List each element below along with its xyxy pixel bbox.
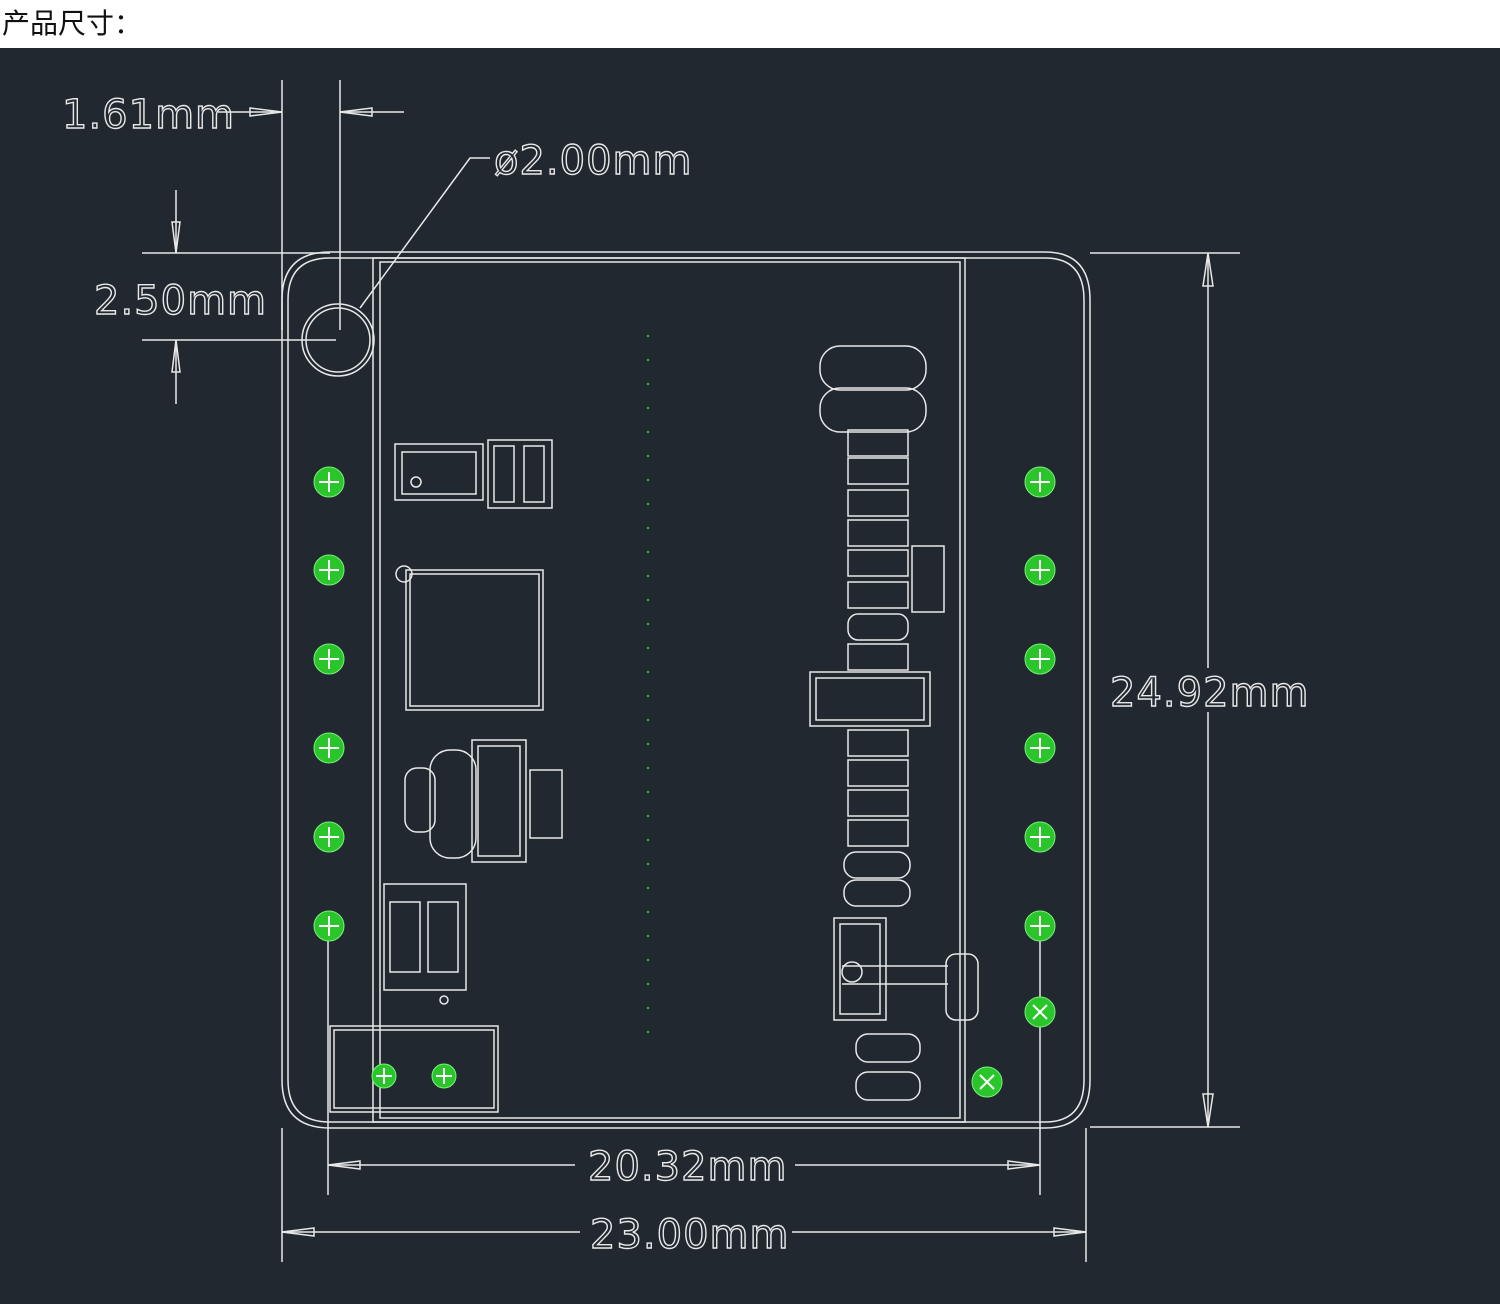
dim-hole-diameter: ø2.00mm — [494, 138, 692, 184]
component-crystal — [809, 671, 931, 727]
dim-pin-span: 20.32mm — [588, 1144, 787, 1190]
component-switch — [383, 883, 467, 991]
dim-board-width: 23.00mm — [590, 1212, 789, 1258]
cad-drawing: 1.61mm ø2.00mm 2.50mm 24.92mm 20.32mm 23… — [0, 48, 1500, 1304]
center-dots — [646, 334, 650, 1034]
module-frame — [372, 257, 966, 1123]
connector-bottom — [329, 1025, 499, 1113]
component-r-stack — [819, 345, 927, 391]
dim-hole-offset: 1.61mm — [62, 92, 235, 138]
board-outline-drawing: 1.61mm ø2.00mm 2.50mm 24.92mm 20.32mm 23… — [61, 80, 1309, 1262]
board-outline — [281, 251, 1091, 1129]
dim-board-height: 24.92mm — [1110, 670, 1309, 716]
dim-hole-inset: 2.50mm — [94, 278, 267, 324]
component-u1 — [394, 443, 484, 501]
pad-crosses — [319, 472, 1050, 1090]
component-c1 — [487, 439, 553, 509]
component-l1 — [404, 767, 436, 833]
section-heading: 产品尺寸： — [2, 7, 143, 40]
component-chip — [405, 569, 544, 711]
